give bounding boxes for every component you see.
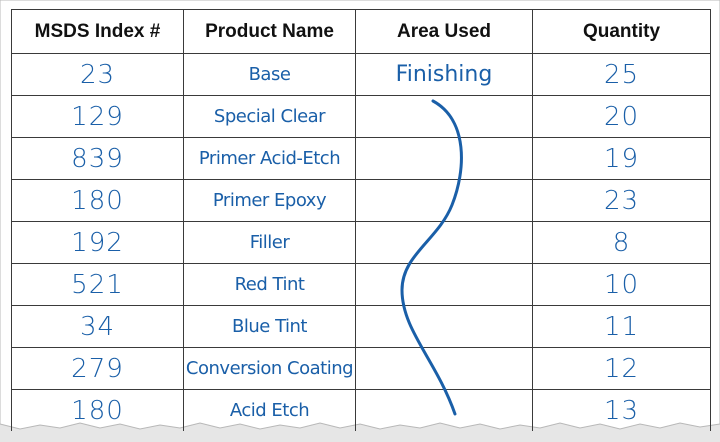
msds-index-cell: 279 [11, 347, 184, 390]
table-row: 34 Blue Tint 11 [11, 305, 711, 348]
area-used-cell [355, 137, 533, 180]
quantity-cell: 13 [532, 389, 711, 431]
quantity-cell: 8 [532, 221, 711, 264]
header-area-used: Area Used [355, 9, 533, 54]
quantity-cell: 19 [532, 137, 711, 180]
header-product-name: Product Name [183, 9, 356, 54]
msds-index-cell: 180 [11, 179, 184, 222]
table-row: 521 Red Tint 10 [11, 263, 711, 306]
table-row: 180 Acid Etch 13 [11, 389, 711, 431]
area-used-cell [355, 305, 533, 348]
msds-index-cell: 34 [11, 305, 184, 348]
area-used-cell [355, 347, 533, 390]
product-name-cell: Primer Epoxy [183, 179, 356, 222]
product-name-cell: Special Clear [183, 95, 356, 138]
table-row: 23 Base Finishing 25 [11, 53, 711, 96]
product-name-cell: Acid Etch [183, 389, 356, 431]
msds-index-cell: 129 [11, 95, 184, 138]
product-name-cell: Base [183, 53, 356, 96]
product-name-cell: Filler [183, 221, 356, 264]
msds-index-cell: 180 [11, 389, 184, 431]
table-row: 839 Primer Acid-Etch 19 [11, 137, 711, 180]
table-row: 180 Primer Epoxy 23 [11, 179, 711, 222]
quantity-cell: 12 [532, 347, 711, 390]
product-name-cell: Primer Acid-Etch [183, 137, 356, 180]
table-row: 279 Conversion Coating 12 [11, 347, 711, 390]
msds-index-cell: 521 [11, 263, 184, 306]
area-used-cell [355, 221, 533, 264]
area-used-cell [355, 263, 533, 306]
table-row: 192 Filler 8 [11, 221, 711, 264]
quantity-cell: 11 [532, 305, 711, 348]
msds-index-cell: 192 [11, 221, 184, 264]
quantity-cell: 20 [532, 95, 711, 138]
msds-inventory-table: MSDS Index # Product Name Area Used Quan… [11, 9, 711, 431]
product-name-cell: Blue Tint [183, 305, 356, 348]
area-used-cell [355, 95, 533, 138]
header-row: MSDS Index # Product Name Area Used Quan… [11, 9, 711, 54]
header-msds-index: MSDS Index # [11, 9, 184, 54]
quantity-cell: 25 [532, 53, 711, 96]
msds-index-cell: 839 [11, 137, 184, 180]
product-name-cell: Red Tint [183, 263, 356, 306]
quantity-cell: 10 [532, 263, 711, 306]
area-used-cell: Finishing [355, 53, 533, 96]
msds-index-cell: 23 [11, 53, 184, 96]
area-used-cell [355, 389, 533, 431]
product-name-cell: Conversion Coating [183, 347, 356, 390]
area-used-cell [355, 179, 533, 222]
table-row: 129 Special Clear 20 [11, 95, 711, 138]
quantity-cell: 23 [532, 179, 711, 222]
header-quantity: Quantity [532, 9, 711, 54]
